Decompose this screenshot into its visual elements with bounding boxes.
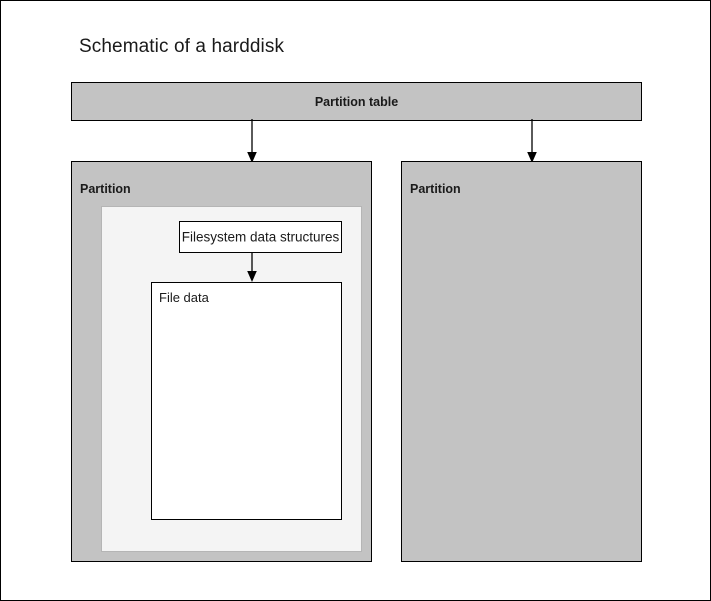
arrow-filesystem-to-file-data bbox=[247, 252, 257, 282]
node-partition-table[interactable]: Partition table bbox=[71, 82, 642, 121]
filesystem-data-structures-label: Filesystem data structures bbox=[181, 229, 340, 245]
partition-left-label: Partition bbox=[80, 182, 131, 196]
node-partition-right[interactable]: Partition bbox=[401, 161, 642, 562]
file-data-label: File data bbox=[159, 290, 209, 305]
node-filesystem-data-structures[interactable]: Filesystem data structures bbox=[179, 221, 342, 253]
partition-table-label: Partition table bbox=[314, 94, 399, 109]
page-title: Schematic of a harddisk bbox=[79, 36, 285, 57]
node-file-data[interactable]: File data bbox=[151, 282, 342, 520]
partition-right-label: Partition bbox=[410, 182, 461, 196]
arrow-table-to-right-partition bbox=[527, 119, 537, 163]
arrow-table-to-left-partition bbox=[247, 119, 257, 163]
